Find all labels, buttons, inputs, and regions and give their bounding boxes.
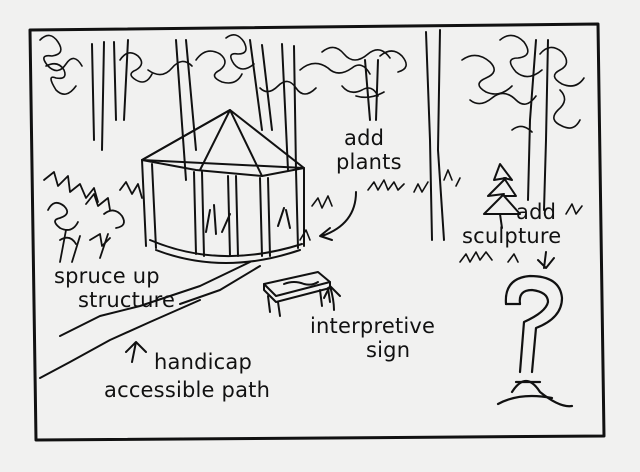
interpretive-sign-drawing — [263, 271, 331, 317]
sketch-frame — [28, 22, 606, 442]
small-pine-tree — [483, 163, 521, 229]
background-trees — [91, 29, 549, 241]
accessible-path-lines — [39, 261, 261, 379]
add-plants-note-line1: add — [344, 126, 385, 150]
handicap-path-note-line2: accessible path — [104, 378, 271, 402]
handicap-path-note-line1: handicap — [154, 350, 252, 374]
annotation-arrows — [125, 191, 555, 363]
shrubs-left — [43, 171, 143, 263]
spruce-up-note-line2: structure — [78, 288, 176, 312]
foliage-scribbles — [39, 34, 585, 133]
grass-tufts — [299, 169, 583, 263]
interpretive-sign-note-line2: sign — [366, 338, 411, 362]
gazebo-structure — [141, 109, 305, 264]
spruce-up-note-line1: spruce up — [54, 264, 160, 288]
add-sculpture-note-line2: sculpture — [462, 224, 562, 248]
question-mark-sculpture — [496, 274, 574, 408]
add-sculpture-note-line1: add — [516, 200, 557, 224]
add-plants-note-line2: plants — [336, 150, 402, 174]
interpretive-sign-note-line1: interpretive — [310, 314, 436, 338]
